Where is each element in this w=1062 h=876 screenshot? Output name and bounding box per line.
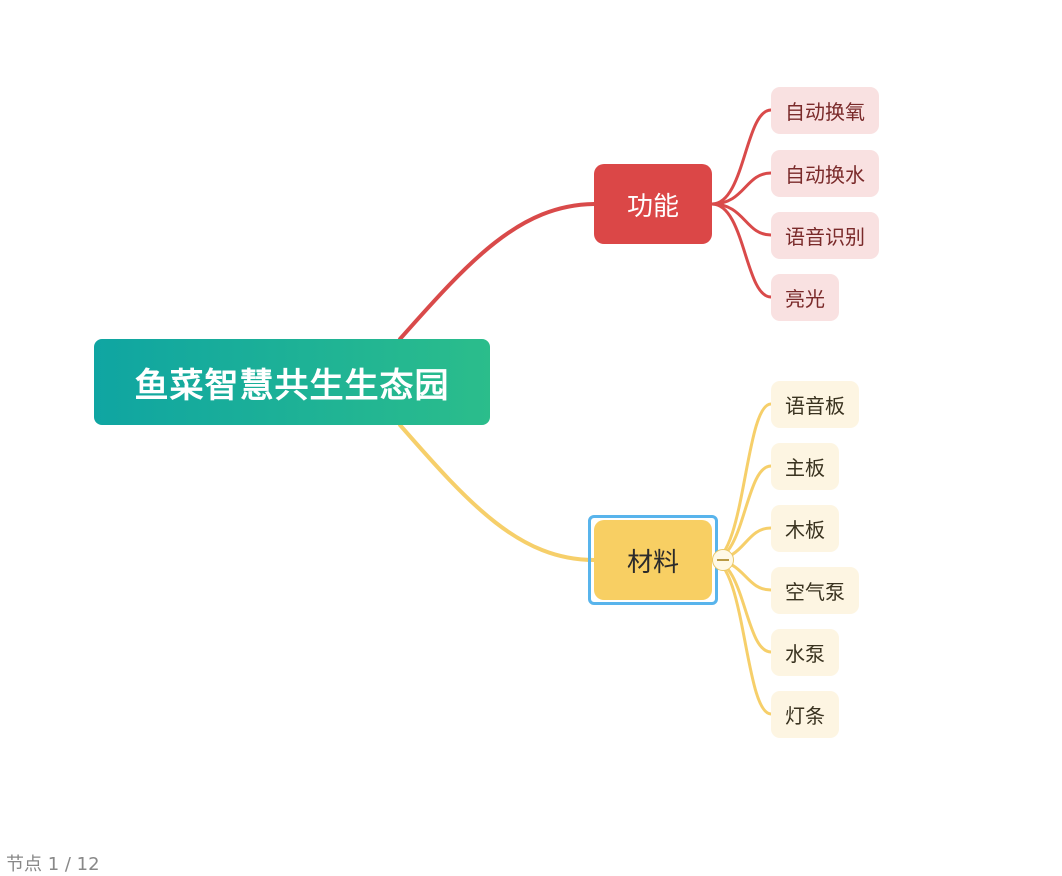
link-function-leaf xyxy=(711,202,772,299)
link-function-leaf xyxy=(711,202,772,237)
branch-node-label: 功能 xyxy=(626,191,679,222)
link-root-material xyxy=(398,423,596,562)
leaf-node-function[interactable]: 自动换氧 xyxy=(771,87,879,134)
link-root-function xyxy=(398,202,596,341)
leaf-node-material[interactable]: 语音板 xyxy=(771,381,859,428)
collapse-toggle-button[interactable] xyxy=(712,549,734,571)
link-material-leaf xyxy=(711,558,772,716)
leaf-node-label: 语音板 xyxy=(785,394,845,418)
leaf-node-label: 木板 xyxy=(785,518,825,542)
branch-node-function[interactable]: 功能 xyxy=(594,164,712,244)
leaf-node-function[interactable]: 语音识别 xyxy=(771,212,879,259)
leaf-node-material[interactable]: 水泵 xyxy=(771,629,839,676)
minus-circle-icon xyxy=(717,559,729,561)
branch-node-material[interactable]: 材料 xyxy=(594,520,712,600)
leaf-node-material[interactable]: 木板 xyxy=(771,505,839,552)
leaf-node-function[interactable]: 亮光 xyxy=(771,274,839,321)
leaf-node-material[interactable]: 主板 xyxy=(771,443,839,490)
node-count-status: 节点 1 / 12 xyxy=(6,854,100,875)
leaf-node-label: 亮光 xyxy=(785,287,825,311)
leaf-node-label: 水泵 xyxy=(785,642,825,666)
root-node-label: 鱼菜智慧共生生态园 xyxy=(134,365,450,406)
leaf-node-function[interactable]: 自动换水 xyxy=(771,150,879,197)
leaf-node-label: 语音识别 xyxy=(785,225,865,249)
link-function-leaf xyxy=(711,171,772,206)
leaf-node-material[interactable]: 灯条 xyxy=(771,691,839,738)
link-function-leaf xyxy=(711,108,772,206)
leaf-node-label: 自动换氧 xyxy=(785,100,865,124)
leaf-node-label: 主板 xyxy=(785,456,825,480)
branch-node-label: 材料 xyxy=(626,547,679,578)
root-node[interactable]: 鱼菜智慧共生生态园 xyxy=(94,339,490,425)
leaf-node-label: 自动换水 xyxy=(785,163,865,187)
leaf-node-label: 灯条 xyxy=(785,704,825,728)
link-material-leaf xyxy=(711,402,772,562)
leaf-node-material[interactable]: 空气泵 xyxy=(771,567,859,614)
leaf-node-label: 空气泵 xyxy=(785,580,845,604)
